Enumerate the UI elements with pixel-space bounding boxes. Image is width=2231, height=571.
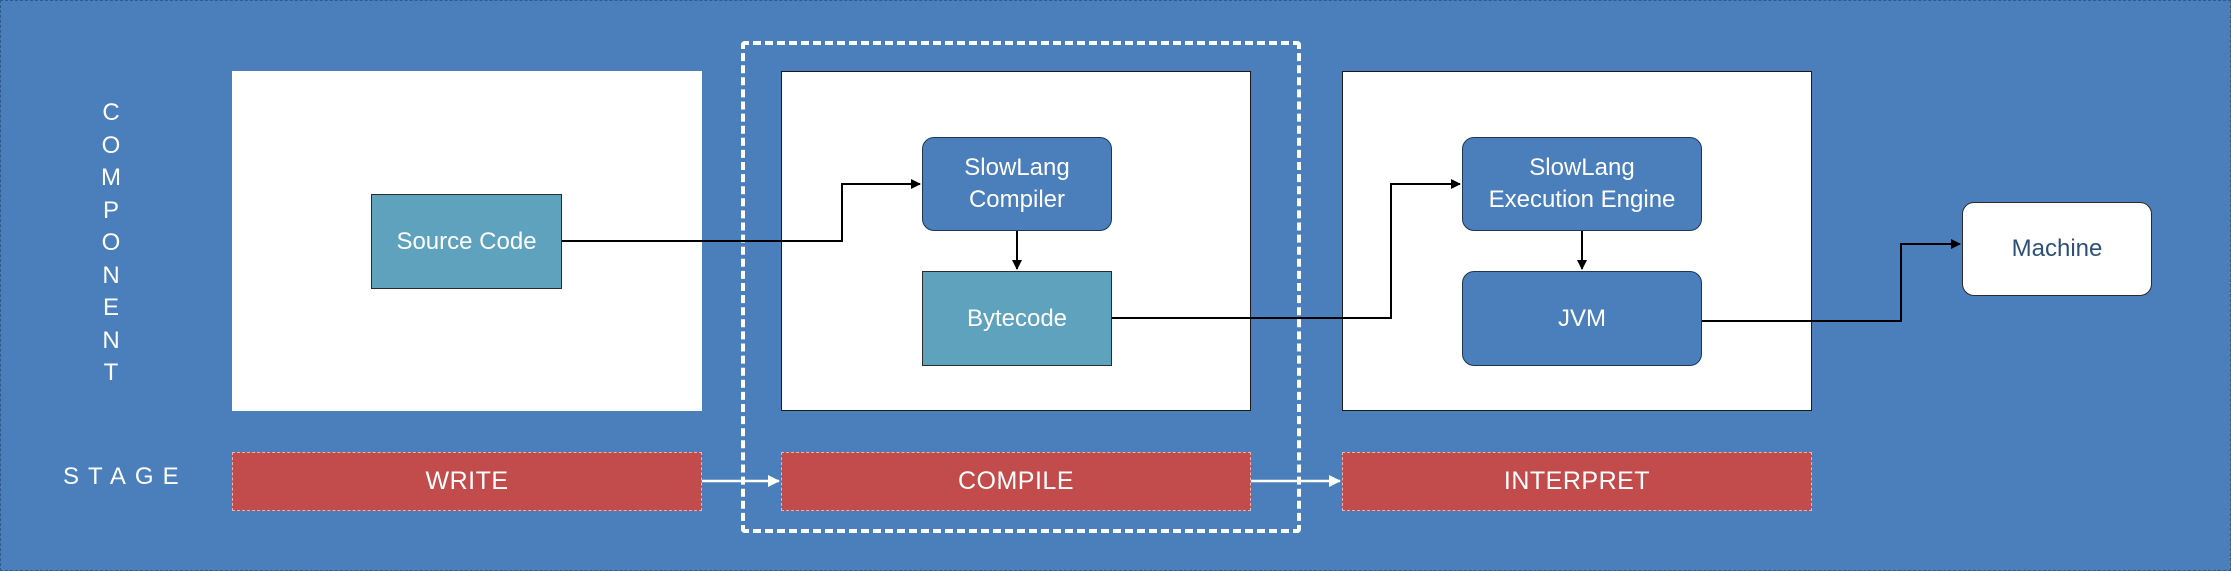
component-label-letter: P (102, 196, 119, 224)
stage-compile[interactable]: COMPILE (781, 452, 1251, 511)
component-label-letter: N (102, 326, 120, 354)
component-label-letter: C (102, 99, 120, 126)
component-label-letter: M (101, 164, 121, 191)
component-label-letter: N (102, 261, 120, 289)
stage-interpret[interactable]: INTERPRET (1342, 452, 1812, 511)
component-label-letter: O (101, 229, 121, 256)
jvm-node[interactable]: JVM (1462, 271, 1702, 366)
stage-write[interactable]: WRITE (232, 452, 702, 511)
source-code-node[interactable]: Source Code (371, 194, 562, 289)
compiler-node[interactable]: SlowLang Compiler (922, 137, 1112, 231)
bytecode-node[interactable]: Bytecode (922, 271, 1112, 366)
component-label-letter: O (101, 131, 121, 159)
component-label-letter: T (103, 359, 119, 386)
component-label-letter: E (102, 294, 119, 321)
stage-row-label: STAGE (63, 463, 188, 490)
machine-node[interactable]: Machine (1962, 202, 2152, 296)
execution-engine-node[interactable]: SlowLang Execution Engine (1462, 137, 1702, 231)
